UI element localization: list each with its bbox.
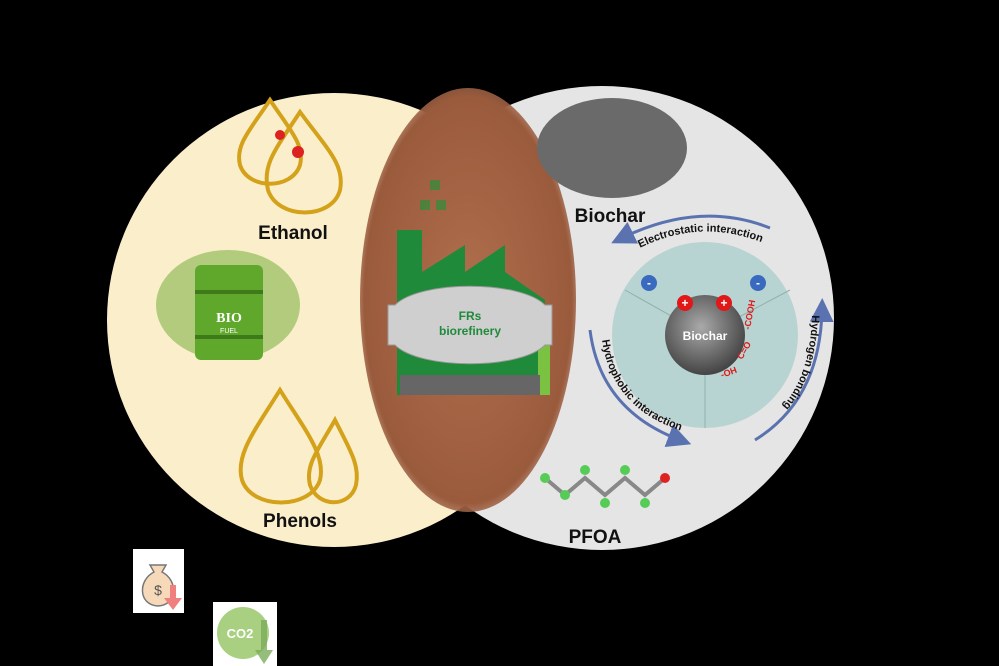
pfoa-molecule-icon: [540, 465, 670, 508]
oxygen-atom-icon: [275, 130, 285, 140]
biochar-label: Biochar: [575, 206, 646, 227]
phenols-droplet-icon: [238, 386, 359, 505]
positive-charge-icon: +: [681, 296, 688, 310]
co2-reduction-icon: CO2: [213, 602, 277, 666]
bio-fuel-barrel-icon: BIO FUEL: [156, 250, 300, 360]
ethanol-label: Ethanol: [258, 223, 328, 244]
hydrogen-bonding-arrow: [754, 298, 834, 442]
pfoa-label: PFOA: [569, 527, 622, 548]
positive-charge-icon: +: [720, 296, 727, 310]
svg-text:$: $: [154, 582, 162, 598]
biochar-core: [665, 295, 745, 375]
phenols-label: Phenols: [263, 511, 337, 532]
biorefinery-label: biorefinery: [439, 324, 501, 338]
negative-charge-icon: -: [756, 276, 760, 290]
frs-label: FRs: [459, 309, 482, 323]
biorefinery-factory-icon: [387, 180, 553, 395]
biochar-core-label: Biochar: [683, 329, 728, 343]
electrostatic-arrow: [611, 214, 771, 244]
oxygen-atom-icon: [292, 146, 304, 158]
cost-reduction-icon: $: [133, 549, 184, 613]
ethanol-droplet-icon: [237, 96, 343, 215]
svg-text:CO2: CO2: [227, 626, 254, 641]
svg-text:FUEL: FUEL: [220, 328, 238, 335]
svg-text:BIO: BIO: [216, 311, 242, 326]
hydrophobic-arrow: [588, 329, 692, 448]
negative-charge-icon: -: [647, 276, 651, 290]
biochar-sem-image: [537, 98, 687, 198]
